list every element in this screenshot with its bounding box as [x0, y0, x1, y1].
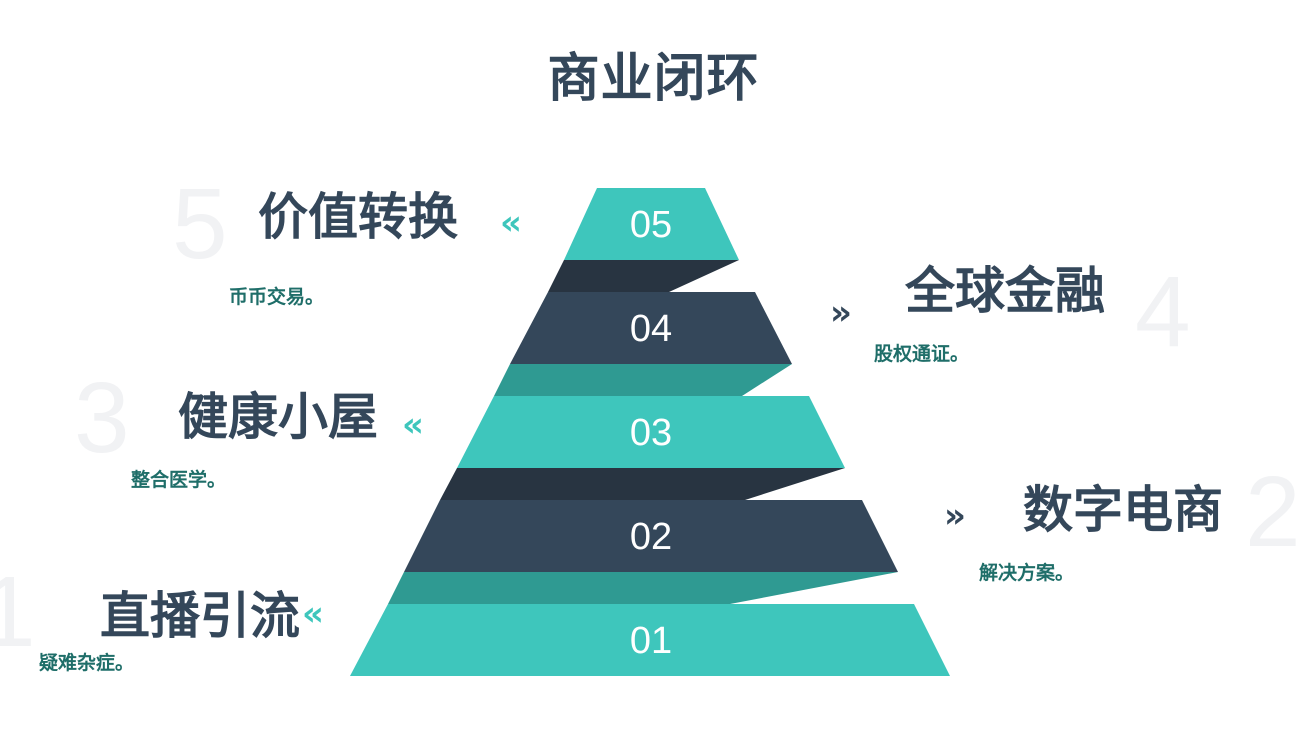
pyramid-level-3	[457, 396, 845, 468]
level-2-heading: 数字电商	[1023, 481, 1223, 539]
connector-2-1	[388, 572, 898, 604]
level-4-desc: 股权通证。	[874, 343, 970, 365]
double-chevron-right-icon: »	[830, 293, 852, 333]
connector-4-3	[494, 364, 792, 396]
level-number-5: 05	[630, 204, 672, 246]
ghost-number-3: 3	[74, 362, 130, 474]
pyramid-level-5	[564, 188, 739, 260]
level-5-desc: 币币交易。	[229, 286, 325, 308]
level-2-desc: 解决方案。	[979, 562, 1075, 584]
level-4-heading: 全球金融	[905, 262, 1105, 320]
ghost-number-5: 5	[172, 168, 228, 280]
level-3-desc: 整合医学。	[131, 469, 227, 491]
ghost-number-4: 4	[1135, 256, 1191, 368]
level-1-heading: 直播引流	[100, 587, 300, 645]
double-chevron-right-icon: »	[944, 496, 966, 536]
ghost-number-1: 1	[0, 556, 36, 668]
pyramid-level-1	[350, 604, 950, 676]
level-5-heading: 价值转换	[258, 188, 458, 246]
pyramid-level-4	[510, 292, 792, 364]
double-chevron-left-icon: «	[402, 405, 424, 445]
pyramid-level-2	[404, 500, 898, 572]
ghost-number-2: 2	[1245, 456, 1301, 568]
page-title: 商业闭环	[547, 49, 760, 109]
level-number-4: 04	[630, 308, 672, 350]
level-number-1: 01	[630, 620, 672, 662]
level-number-2: 02	[630, 516, 672, 558]
connector-3-2	[440, 468, 845, 500]
level-number-3: 03	[630, 412, 672, 454]
double-chevron-left-icon: «	[302, 594, 324, 634]
connector-5-4	[548, 260, 739, 292]
level-1-desc: 疑难杂症。	[39, 652, 135, 674]
double-chevron-left-icon: «	[500, 203, 522, 243]
level-3-heading: 健康小屋	[178, 388, 378, 446]
